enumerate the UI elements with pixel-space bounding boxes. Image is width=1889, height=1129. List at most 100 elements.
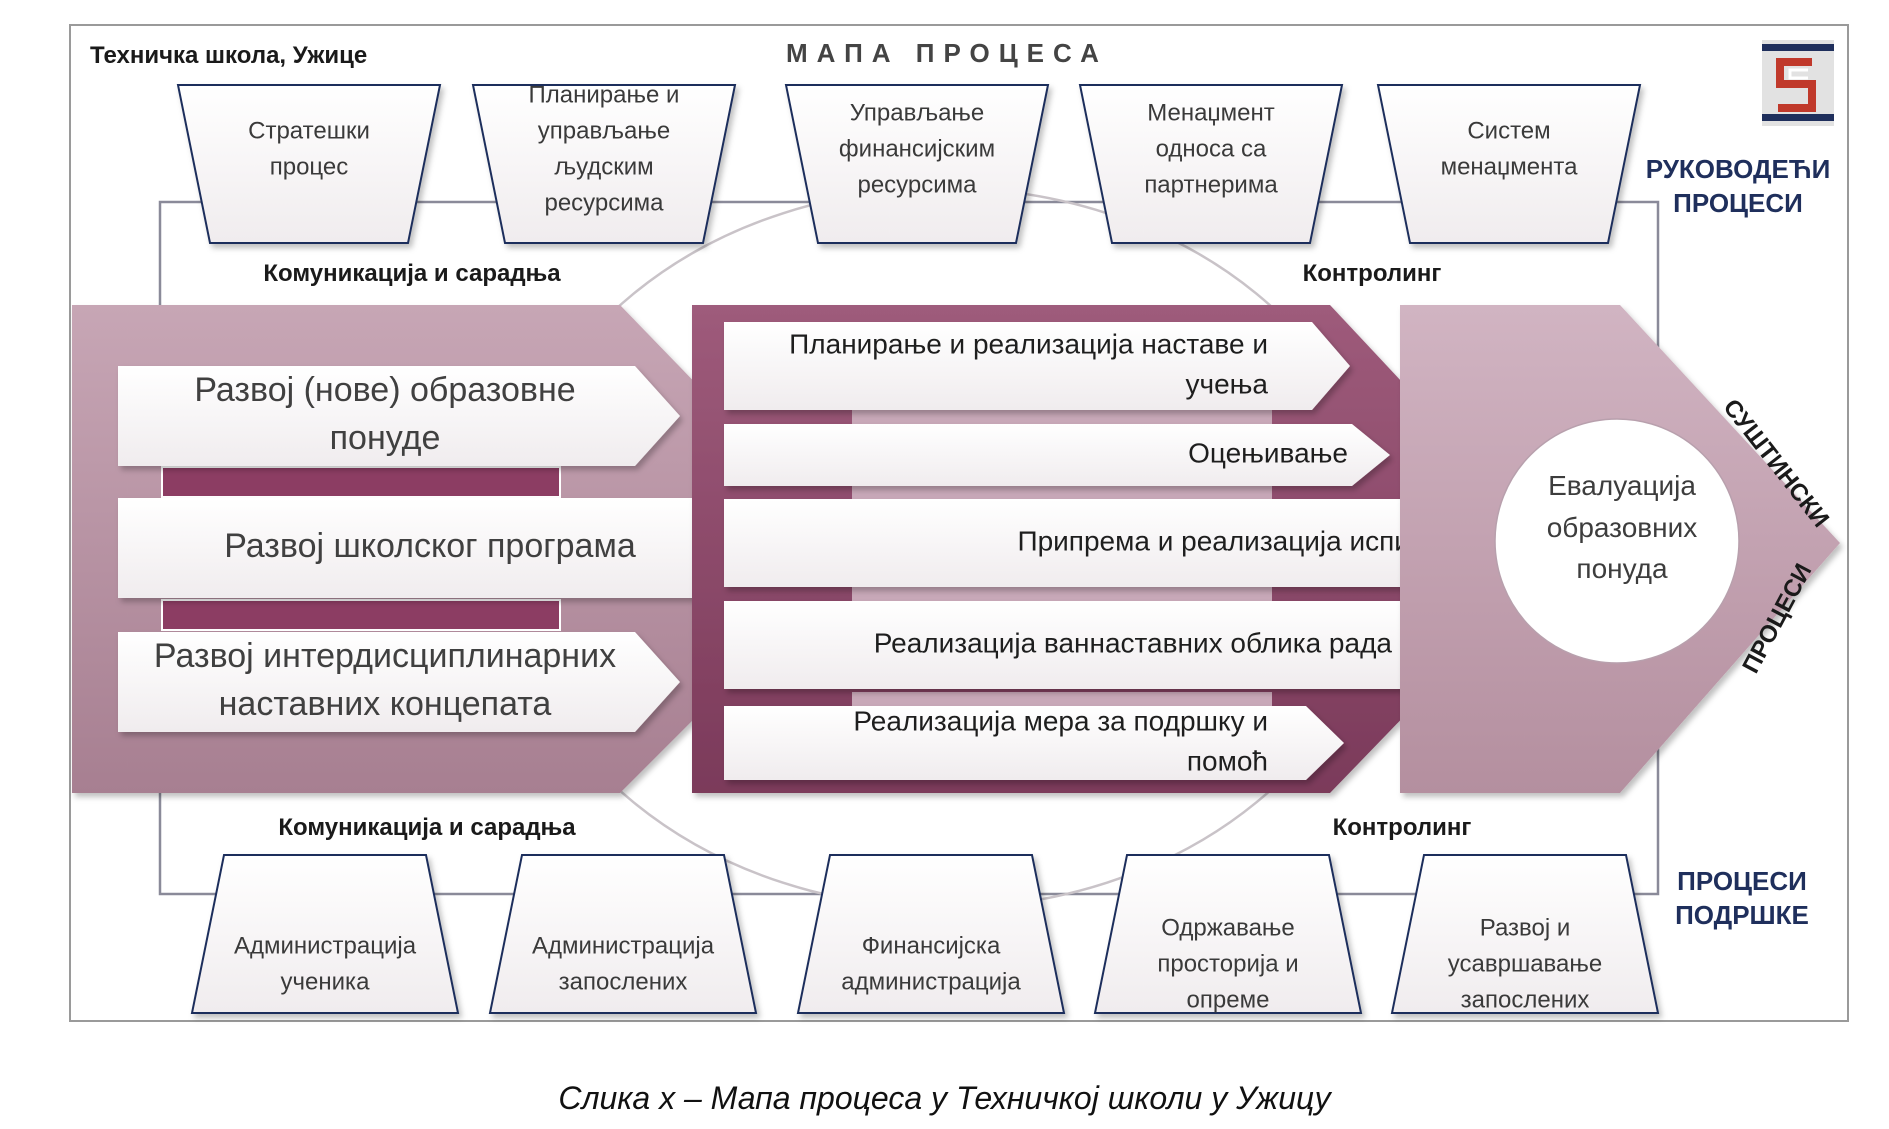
figure-caption: Слика x – Мапа процеса у Техничкој школи… <box>558 1080 1331 1116</box>
management-process-5: Систем менаџмента <box>1376 84 1642 244</box>
real-connector-2 <box>852 485 1272 499</box>
support-process-1-line-2: ученика <box>281 968 371 995</box>
realization-process-2-line-1: Оцењивање <box>1188 437 1348 468</box>
support-process-5-line-2: усавршавање <box>1448 950 1602 977</box>
management-label-line-2: ПРОЦЕСИ <box>1673 188 1803 218</box>
realization-process-5-line-1: Реализација мера за подршку и <box>853 705 1268 736</box>
management-process-2-line-1: Планирање и <box>529 81 680 108</box>
management-process-5-line-1: Систем <box>1467 117 1550 144</box>
management-label: РУКОВОДЕЋИ ПРОЦЕСИ <box>1646 154 1831 218</box>
management-process-3-line-1: Управљање <box>850 99 985 126</box>
management-process-1-line-1: Стратешки <box>248 117 370 144</box>
management-process-5-line-2: менаџмента <box>1441 153 1579 180</box>
realization-process-3: Припрема и реализација испита <box>724 499 1488 587</box>
management-process-2-line-2: управљање <box>538 117 670 144</box>
real-connector-1 <box>852 410 1272 424</box>
support-label: ПРОЦЕСИ ПОДРШКЕ <box>1675 866 1809 930</box>
realization-process-1: Планирање и реализација наставе и учења <box>724 322 1350 410</box>
development-process-3-line-1: Развој интердисциплинарних <box>154 637 616 675</box>
management-trapezoid-2 <box>471 84 737 244</box>
management-process-3-line-3: ресурсима <box>857 171 977 198</box>
management-process-3: Управљање финансијским ресурсима <box>784 84 1050 244</box>
management-label-line-1: РУКОВОДЕЋИ <box>1646 154 1831 184</box>
development-process-1-line-1: Развој (нове) образовне <box>194 371 575 409</box>
management-process-4-line-1: Менаџмент <box>1147 99 1275 126</box>
communication-label-bottom: Комуникација и сарадња <box>278 814 576 841</box>
support-process-5: Развој и усавршавање запослених <box>1390 854 1660 1014</box>
development-arrow-1 <box>118 366 680 466</box>
real-connector-3 <box>852 587 1272 601</box>
realization-arrow-2 <box>724 424 1390 486</box>
support-trapezoid-5 <box>1390 854 1660 1014</box>
support-process-5-line-3: запослених <box>1461 986 1590 1013</box>
management-trapezoid-5 <box>1376 84 1642 244</box>
realization-arrow-1 <box>724 322 1350 410</box>
map-title: МАПА ПРОЦЕСА <box>786 38 1108 68</box>
management-process-1-line-2: процес <box>270 153 349 180</box>
evaluation-line-2: образовних <box>1547 512 1698 543</box>
support-process-3-line-2: администрација <box>841 968 1021 995</box>
management-process-4-line-2: односа са <box>1156 135 1267 162</box>
support-trapezoid-4 <box>1093 854 1363 1014</box>
management-process-2: Планирање и управљање људским ресурсима <box>471 81 737 244</box>
management-process-3-line-2: финансијским <box>839 135 995 162</box>
evaluation-line-3: понуда <box>1576 553 1668 584</box>
development-arrow-3 <box>118 632 680 732</box>
realization-arrow-5 <box>724 706 1344 780</box>
support-process-3-line-1: Финансијска <box>862 932 1001 959</box>
support-process-2-line-2: запослених <box>559 968 688 995</box>
development-process-1-line-2: понуде <box>330 419 441 457</box>
development-process-2-line-1: Развој школског програма <box>224 527 636 565</box>
management-trapezoid-4 <box>1078 84 1344 244</box>
support-process-1: Администрација ученика <box>190 854 460 1014</box>
support-trapezoid-1 <box>190 854 460 1014</box>
controlling-label-bottom: Контролинг <box>1333 814 1472 841</box>
realization-process-5-line-2: помоћ <box>1187 745 1268 776</box>
support-trapezoid-3 <box>796 854 1066 1014</box>
school-name: Техничка школа, Ужице <box>90 42 367 69</box>
dev-connector-bar-1 <box>161 466 561 498</box>
development-process-3-line-2: наставних концепата <box>219 685 552 723</box>
development-process-3: Развој интердисциплинарних наставних конц… <box>118 632 680 732</box>
development-arrow-2 <box>118 498 768 598</box>
support-trapezoid-2 <box>488 854 758 1014</box>
realization-process-3-line-1: Припрема и реализација испита <box>1017 525 1438 556</box>
realization-process-4: Реализација ваннаставних облика рада <box>724 601 1442 689</box>
support-processes: Администрација ученика Администрација запос… <box>190 854 1660 1014</box>
realization-arrow-4 <box>724 601 1442 689</box>
school-logo-icon <box>1762 40 1834 126</box>
management-processes: Стратешки процес Планирање и управљање људск… <box>176 81 1642 244</box>
realization-processes: Планирање и реализација наставе и учењаОц… <box>724 322 1488 780</box>
support-process-2-line-1: Администрација <box>532 932 715 959</box>
communication-label-top: Комуникација и сарадња <box>263 260 561 287</box>
realization-process-1-line-1: Планирање и реализација наставе и <box>789 328 1268 359</box>
support-process-4-line-3: опреме <box>1187 986 1270 1013</box>
support-process-4: Одржавање просторија и опреме <box>1093 854 1363 1014</box>
realization-process-1-line-2: учења <box>1186 368 1269 399</box>
support-process-3: Финансијска администрација <box>796 854 1066 1014</box>
support-process-4-line-1: Одржавање <box>1161 914 1295 941</box>
realization-arrow-3 <box>724 499 1488 587</box>
development-process-2: Развој школског програма <box>118 498 768 598</box>
support-process-5-line-1: Развој и <box>1480 914 1571 941</box>
development-process-1: Развој (нове) образовне понуде <box>118 366 680 466</box>
evaluation-line-1: Евалуација <box>1548 470 1696 501</box>
realization-process-2: Оцењивање <box>724 424 1390 486</box>
support-process-2: Администрација запослених <box>488 854 758 1014</box>
dev-connector-bar-2 <box>161 599 561 631</box>
management-trapezoid-1 <box>176 84 442 244</box>
support-label-line-1: ПРОЦЕСИ <box>1677 866 1807 896</box>
real-connector-4 <box>852 692 1272 706</box>
management-process-1: Стратешки процес <box>176 84 442 244</box>
management-trapezoid-3 <box>784 84 1050 244</box>
controlling-label-top: Контролинг <box>1303 260 1442 287</box>
support-process-4-line-2: просторија и <box>1157 950 1298 977</box>
evaluation-circle <box>1494 418 1740 664</box>
realization-process-4-line-1: Реализација ваннаставних облика рада <box>874 627 1393 658</box>
management-process-2-line-4: ресурсима <box>544 189 664 216</box>
management-process-2-line-3: људским <box>554 153 653 180</box>
support-process-1-line-1: Администрација <box>234 932 417 959</box>
